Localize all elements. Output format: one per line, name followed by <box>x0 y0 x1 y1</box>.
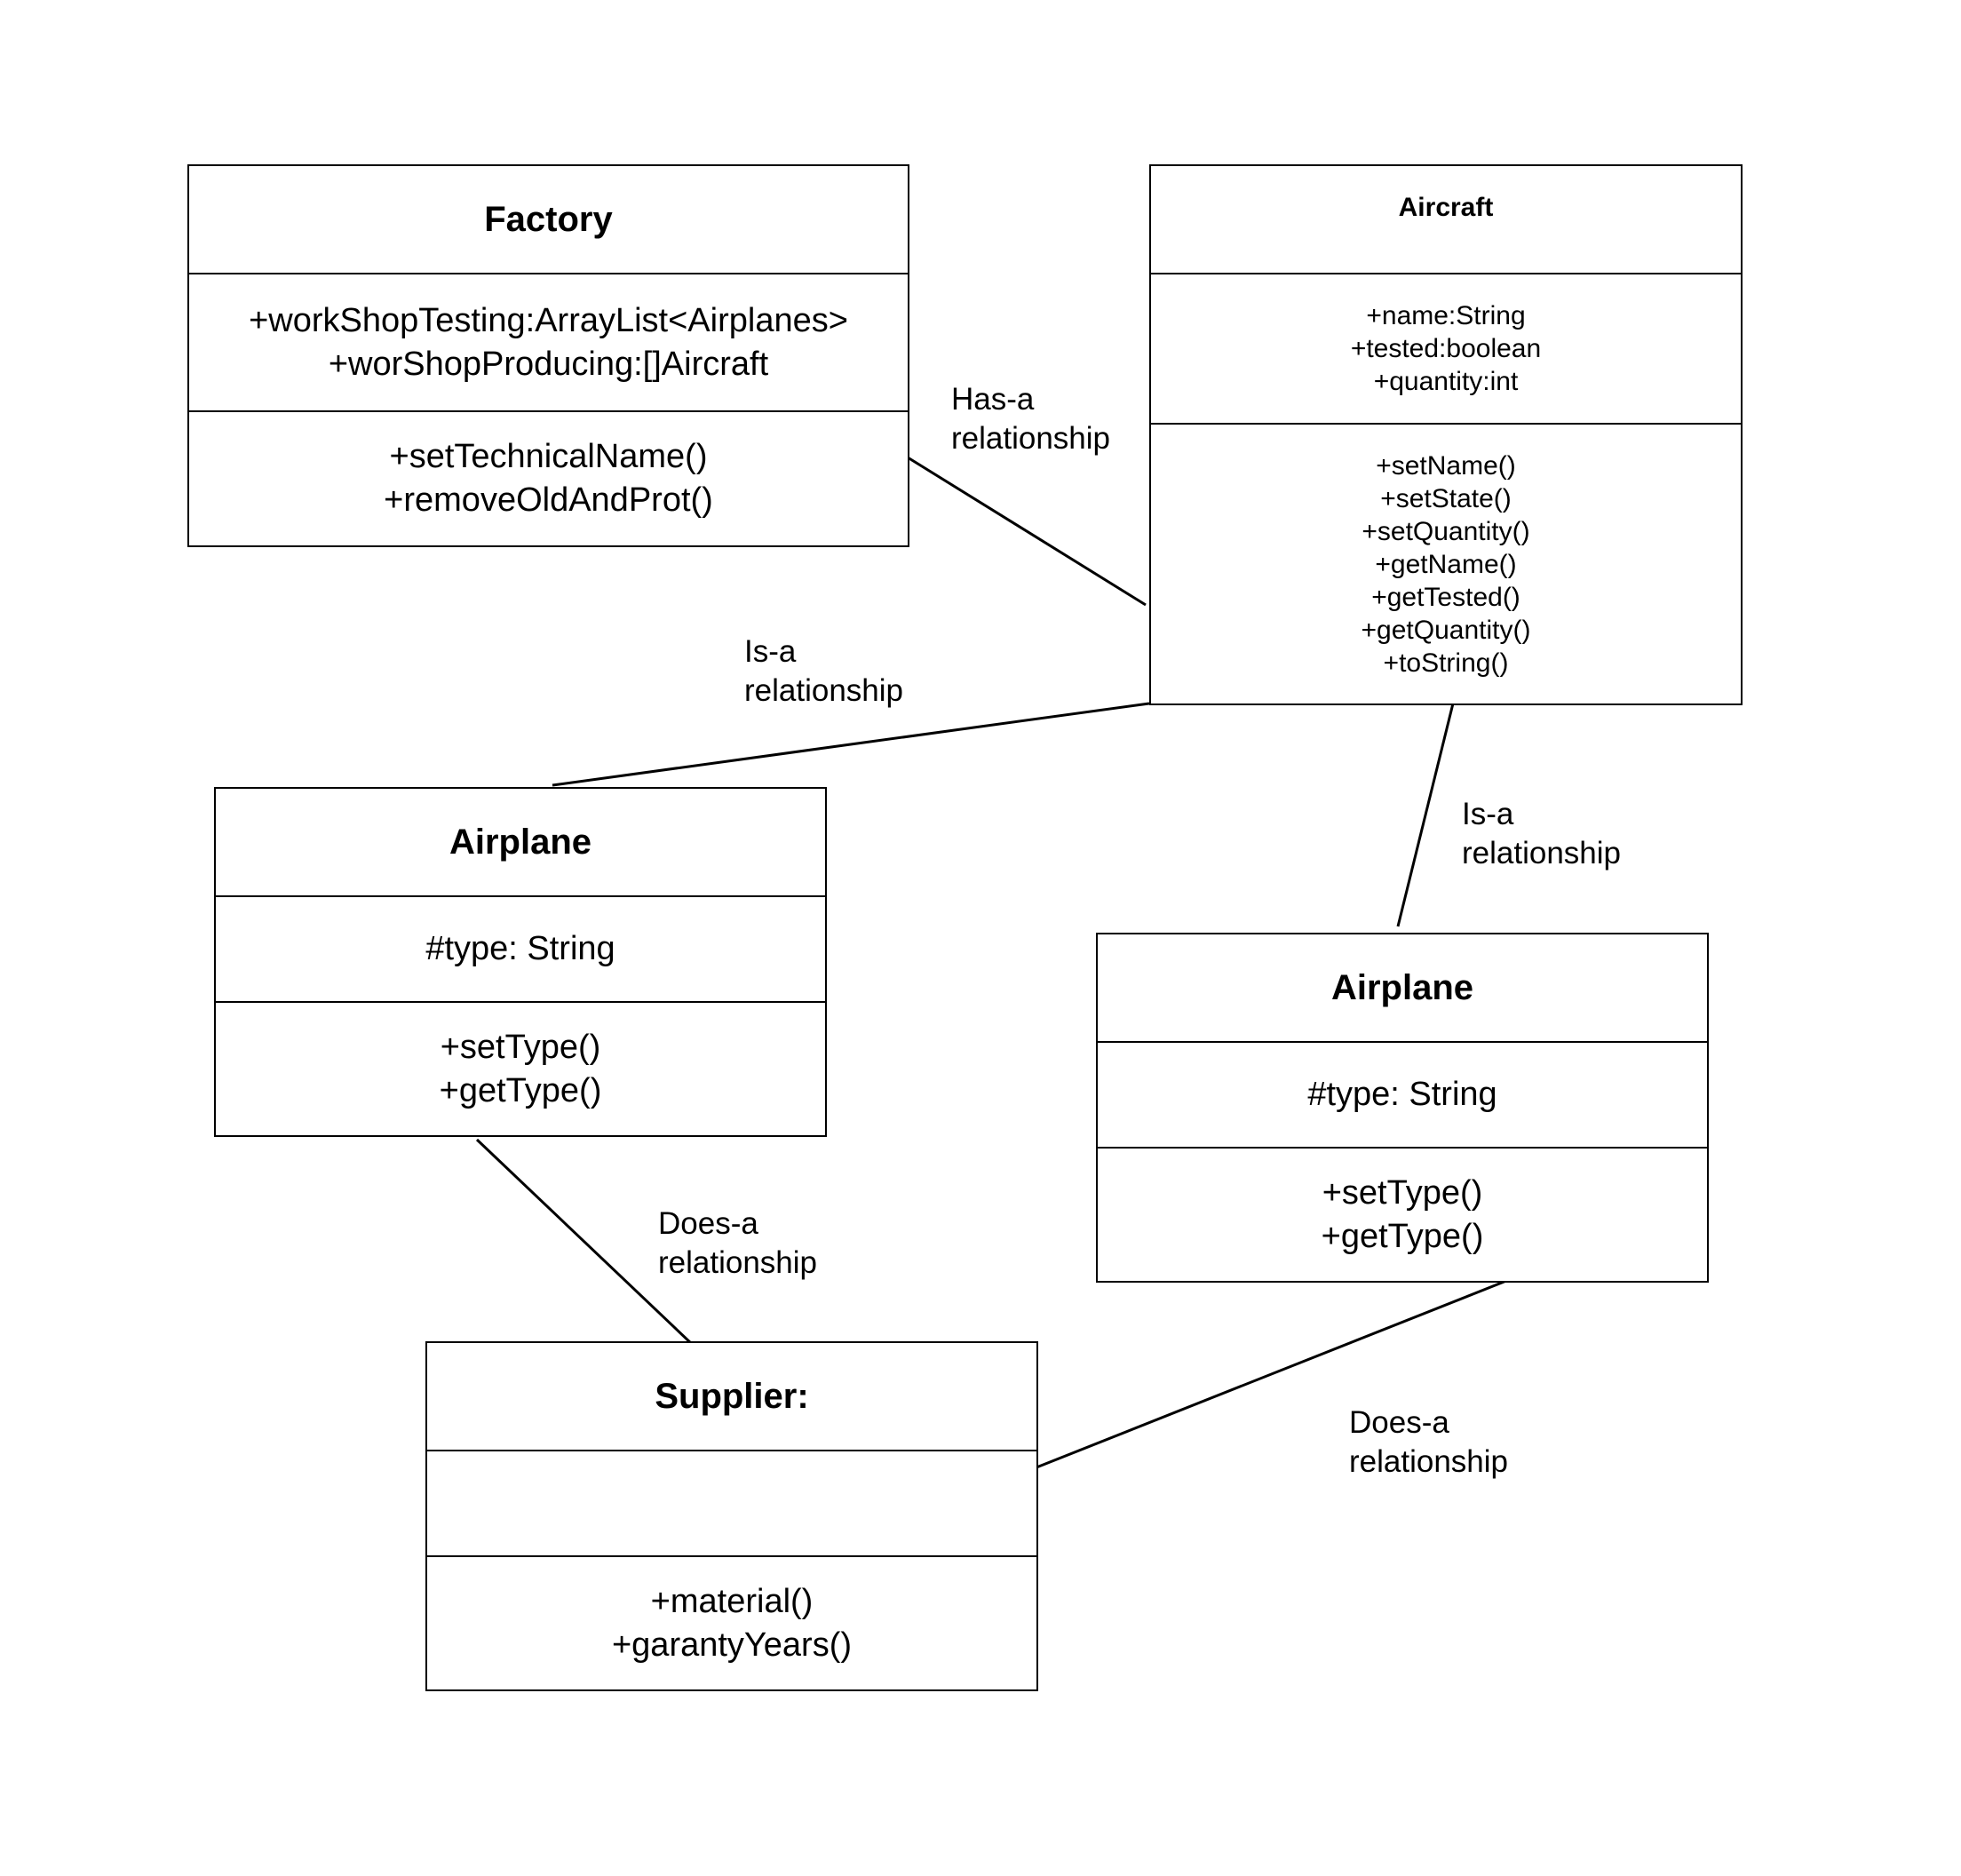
class-supplier-name: Supplier: <box>655 1376 809 1416</box>
class-airplane-left-name-section: Airplane <box>216 789 825 895</box>
class-factory-attributes: +workShopTesting:ArrayList<Airplanes> +w… <box>189 273 908 410</box>
attribute-row: +tested:boolean <box>1350 334 1542 363</box>
method-row: +setType() <box>440 1028 601 1066</box>
method-row: +getName() <box>1375 549 1517 579</box>
class-factory-methods: +setTechnicalName() +removeOldAndProt() <box>189 410 908 545</box>
attribute-row: +worShopProducing:[]Aircraft <box>328 345 769 383</box>
label-line: relationship <box>1349 1444 1508 1479</box>
class-aircraft-attributes: +name:String +tested:boolean +quantity:i… <box>1151 273 1741 423</box>
method-row: +setTechnicalName() <box>389 438 708 475</box>
method-row: +setQuantity() <box>1362 516 1530 546</box>
class-supplier: Supplier: +material() +garantyYears() <box>425 1341 1038 1691</box>
class-airplane-right-name: Airplane <box>1330 967 1474 1007</box>
class-airplane-right-methods: +setType() +getType() <box>1098 1147 1707 1281</box>
label-line: Is-a <box>744 634 797 669</box>
method-row: +getType() <box>439 1071 602 1109</box>
label-line: relationship <box>951 421 1110 456</box>
class-airplane-left-name: Airplane <box>449 822 592 862</box>
class-airplane-right-name-section: Airplane <box>1098 934 1707 1041</box>
method-row: +material() <box>650 1582 814 1620</box>
label-does-a-left: Does-a relationship <box>658 1204 817 1283</box>
class-supplier-attributes <box>427 1450 1036 1555</box>
class-airplane-right-attributes: #type: String <box>1098 1041 1707 1147</box>
method-row: +removeOldAndProt() <box>384 481 713 519</box>
class-aircraft-methods: +setName() +setState() +setQuantity() +g… <box>1151 423 1741 704</box>
method-row: +setName() <box>1376 450 1516 481</box>
method-row: +getQuantity() <box>1361 615 1531 645</box>
method-row: +getTested() <box>1371 582 1520 612</box>
label-does-a-right: Does-a relationship <box>1349 1403 1508 1482</box>
class-airplane-right: Airplane #type: String +setType() +getTy… <box>1096 933 1709 1283</box>
class-aircraft: Aircraft +name:String +tested:boolean +q… <box>1149 164 1743 705</box>
attribute-row: +workShopTesting:ArrayList<Airplanes> <box>249 301 848 339</box>
class-supplier-methods: +material() +garantyYears() <box>427 1555 1036 1689</box>
label-line: Is-a <box>1462 797 1514 831</box>
method-row: +setType() <box>1322 1173 1483 1212</box>
class-factory-name: Factory <box>484 199 613 239</box>
method-row: +toString() <box>1383 648 1509 678</box>
label-line: relationship <box>658 1245 817 1280</box>
attribute-row: #type: String <box>425 930 615 967</box>
is-a-line-left <box>552 702 1150 787</box>
class-factory-name-section: Factory <box>189 166 908 273</box>
method-row: +getType() <box>1321 1217 1484 1255</box>
class-factory: Factory +workShopTesting:ArrayList<Airpl… <box>187 164 909 547</box>
method-row: +setState() <box>1380 483 1512 513</box>
attribute-row: #type: String <box>1307 1076 1497 1113</box>
label-is-a-right: Is-a relationship <box>1462 795 1621 873</box>
does-a-line-right <box>1036 1279 1507 1469</box>
method-row: +garantyYears() <box>611 1626 853 1664</box>
has-a-line <box>907 456 1147 607</box>
class-aircraft-name-section: Aircraft <box>1151 166 1741 273</box>
is-a-line-right <box>1396 699 1456 927</box>
class-airplane-left: Airplane #type: String +setType() +getTy… <box>214 787 827 1137</box>
class-airplane-left-methods: +setType() +getType() <box>216 1001 825 1135</box>
class-supplier-name-section: Supplier: <box>427 1343 1036 1450</box>
label-line: relationship <box>744 673 903 708</box>
attribute-row: +quantity:int <box>1373 367 1519 396</box>
class-aircraft-name: Aircraft <box>1398 193 1494 222</box>
label-line: Has-a <box>951 382 1035 417</box>
label-is-a-left: Is-a relationship <box>744 632 903 711</box>
class-airplane-left-attributes: #type: String <box>216 895 825 1001</box>
label-line: relationship <box>1462 836 1621 870</box>
label-line: Does-a <box>658 1206 758 1241</box>
label-line: Does-a <box>1349 1405 1449 1440</box>
does-a-line-left <box>475 1138 695 1347</box>
label-has-a: Has-a relationship <box>951 380 1110 458</box>
attribute-row: +name:String <box>1366 301 1526 330</box>
